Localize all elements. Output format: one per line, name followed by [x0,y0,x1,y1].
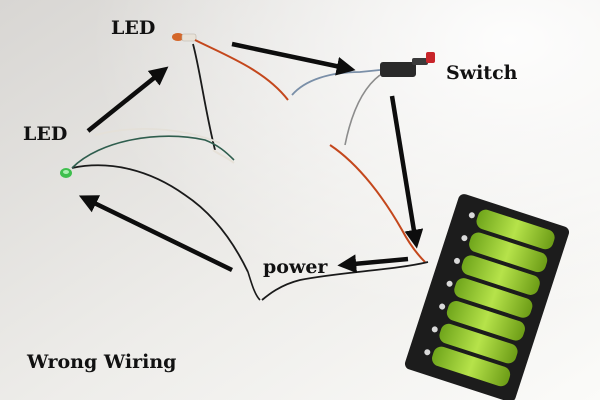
arrow [389,95,424,249]
led-left-component [60,168,72,178]
white-wire [94,127,221,144]
battery-cells [432,209,555,387]
red-wire [329,144,426,263]
arrow [78,195,233,273]
led-top-label: LED [111,17,156,39]
blue-wire [291,69,381,96]
black-wire [192,43,216,151]
black-wire [261,261,429,301]
red-wire [194,39,289,101]
black-wire [247,271,261,301]
arrow [337,254,409,274]
arrow [231,41,356,76]
battery-holder [404,194,570,400]
led-left-label: LED [23,123,68,145]
arrow [86,66,169,133]
white-wire [212,149,235,164]
black-wire [71,164,249,273]
switch-component [380,52,435,77]
gray-wire [344,74,381,146]
wrong-wiring-caption: Wrong Wiring [27,351,177,373]
switch-label: Switch [446,62,518,84]
led-top-component [172,33,197,42]
power-label: power [263,256,328,278]
green-wire [71,135,235,169]
